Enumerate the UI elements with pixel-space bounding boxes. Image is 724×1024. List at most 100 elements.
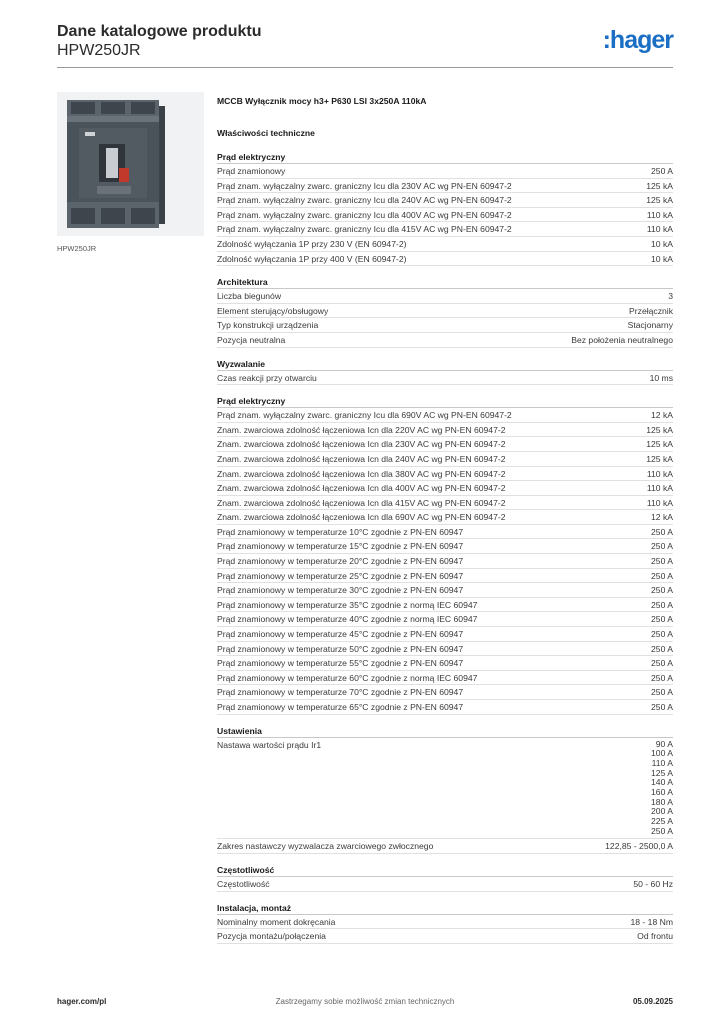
spec-value: 18 - 18 Nm bbox=[630, 916, 673, 927]
spec-row: Prąd znamionowy w temperaturze 55°C zgod… bbox=[217, 656, 673, 671]
spec-value: 250 A bbox=[651, 541, 673, 552]
spec-value: 250 A bbox=[651, 643, 673, 654]
spec-value: 3 bbox=[668, 291, 673, 302]
section-title: Architektura bbox=[217, 275, 673, 290]
image-caption: HPW250JR bbox=[57, 244, 97, 253]
breaker-icon bbox=[57, 92, 204, 236]
section-title: Wyzwalanie bbox=[217, 357, 673, 371]
spec-label: Zakres nastawczy wyzwalacza zwarciowego … bbox=[217, 841, 434, 852]
spec-label: Prąd znam. wyłączalny zwarc. graniczny I… bbox=[217, 195, 512, 206]
spec-label: Pozycja montażu/połączenia bbox=[217, 931, 326, 942]
spec-label: Liczba biegunów bbox=[217, 291, 282, 302]
spec-label: Prąd znamionowy w temperaturze 15°C zgod… bbox=[217, 541, 464, 552]
spec-row: Prąd znamionowy w temperaturze 70°C zgod… bbox=[217, 685, 673, 700]
ir1-value: 110 A bbox=[651, 757, 673, 768]
ir1-value: 250 A bbox=[651, 825, 673, 836]
footer-website-link[interactable]: hager.com/pl bbox=[57, 997, 107, 1006]
spec-label: Czas reakcji przy otwarciu bbox=[217, 372, 317, 383]
spec-label: Znam. zwarciowa zdolność łączeniowa Icn … bbox=[217, 512, 506, 523]
spec-value: 250 A bbox=[651, 687, 673, 698]
spec-row: Liczba biegunów 3 bbox=[217, 289, 673, 304]
spec-row: Znam. zwarciowa zdolność łączeniowa Icn … bbox=[217, 467, 673, 482]
spec-row: Prąd znamionowy w temperaturze 65°C zgod… bbox=[217, 700, 673, 715]
spec-row: Znam. zwarciowa zdolność łączeniowa Icn … bbox=[217, 481, 673, 496]
spec-row: Prąd znamionowy w temperaturze 45°C zgod… bbox=[217, 627, 673, 642]
spec-value: 125 kA bbox=[646, 424, 673, 435]
spec-label: Częstotliwość bbox=[217, 879, 270, 890]
spec-label: Prąd znam. wyłączalny zwarc. graniczny I… bbox=[217, 209, 512, 220]
spec-label: Prąd znamionowy w temperaturze 65°C zgod… bbox=[217, 702, 464, 712]
ir1-value: 90 A bbox=[655, 738, 673, 749]
spec-value: Bez położenia neutralnego bbox=[571, 334, 673, 345]
spec-label: Prąd znamionowy w temperaturze 70°C zgod… bbox=[217, 687, 464, 698]
spec-value: 110 kA bbox=[646, 483, 673, 494]
spec-label: Typ konstrukcji urządzenia bbox=[217, 320, 319, 331]
spec-label: Prąd znamionowy w temperaturze 60°C zgod… bbox=[217, 672, 478, 683]
spec-value: 125 kA bbox=[646, 180, 673, 191]
section-title: Prąd elektryczny bbox=[217, 150, 673, 164]
spec-label: Nastawa wartości prądu Ir1 bbox=[217, 739, 322, 750]
spec-label: Prąd znamionowy w temperaturze 35°C zgod… bbox=[217, 599, 478, 610]
spec-row: Prąd znam. wyłączalny zwarc. graniczny I… bbox=[217, 208, 673, 223]
footer-date: 05.09.2025 bbox=[632, 997, 673, 1006]
spec-row: Znam. zwarciowa zdolność łączeniowa Icn … bbox=[217, 452, 673, 467]
ir1-value: 180 A bbox=[651, 796, 673, 807]
spec-label: Znam. zwarciowa zdolność łączeniowa Icn … bbox=[217, 439, 506, 450]
hager-logo: :hager bbox=[602, 26, 674, 54]
spec-label: Prąd znamionowy w temperaturze 50°C zgod… bbox=[217, 643, 464, 654]
spec-label: Znam. zwarciowa zdolność łączeniowa Icn … bbox=[217, 453, 506, 464]
page-header: Dane katalogowe produktu HPW250JR :hager bbox=[57, 22, 674, 70]
spec-label: Znam. zwarciowa zdolność łączeniowa Icn … bbox=[217, 468, 506, 479]
spec-value: Stacjonarny bbox=[627, 320, 673, 331]
spec-value: 110 kA bbox=[646, 497, 673, 508]
spec-row: Prąd znamionowy w temperaturze 50°C zgod… bbox=[217, 642, 673, 657]
spec-row: Znam. zwarciowa zdolność łączeniowa Icn … bbox=[217, 496, 673, 511]
spec-row: Prąd znamionowy w temperaturze 20°C zgod… bbox=[217, 554, 673, 569]
spec-value: 250 A bbox=[651, 599, 673, 610]
ir1-value: 100 A bbox=[651, 748, 673, 759]
spec-label: Prąd znamionowy w temperaturze 45°C zgod… bbox=[217, 629, 464, 640]
product-name: MCCB Wyłącznik mocy h3+ P630 LSI 3x250A … bbox=[217, 96, 427, 106]
spec-label: Prąd znamionowy w temperaturze 30°C zgod… bbox=[217, 585, 464, 596]
spec-label: Prąd znam. wyłączalny zwarc. graniczny I… bbox=[217, 410, 512, 421]
spec-label: Element sterujący/obsługowy bbox=[217, 305, 329, 316]
footer-disclaimer: Zastrzegamy sobie możliwość zmian techni… bbox=[275, 997, 455, 1006]
ir1-value: 200 A bbox=[651, 806, 673, 817]
spec-row: Prąd znam. wyłączalny zwarc. graniczny I… bbox=[217, 179, 673, 194]
spec-label: Znam. zwarciowa zdolność łączeniowa Icn … bbox=[217, 483, 506, 494]
spec-row: Prąd znam. wyłączalny zwarc. graniczny I… bbox=[217, 222, 673, 237]
spec-value: 10 kA bbox=[651, 238, 673, 249]
spec-value: 125 kA bbox=[646, 195, 673, 206]
spec-label: Pozycja neutralna bbox=[217, 334, 286, 345]
spec-value: 250 A bbox=[651, 166, 673, 176]
spec-label: Zdolność wyłączania 1P przy 230 V (EN 60… bbox=[217, 238, 407, 249]
spec-value: 125 kA bbox=[646, 453, 673, 464]
spec-row-range: Zakres nastawczy wyzwalacza zwarciowego … bbox=[217, 839, 673, 855]
spec-row: Znam. zwarciowa zdolność łączeniowa Icn … bbox=[217, 437, 673, 452]
spec-label: Prąd znam. wyłączalny zwarc. graniczny I… bbox=[217, 180, 512, 191]
spec-value: 10 kA bbox=[651, 253, 673, 264]
spec-label: Prąd znamionowy w temperaturze 40°C zgod… bbox=[217, 614, 478, 625]
spec-label: Zdolność wyłączania 1P przy 400 V (EN 60… bbox=[217, 253, 407, 264]
spec-row: Typ konstrukcji urządzenia Stacjonarny bbox=[217, 318, 673, 333]
spec-row: Prąd znamionowy w temperaturze 60°C zgod… bbox=[217, 671, 673, 686]
document-title: Dane katalogowe produktu bbox=[57, 23, 262, 40]
spec-row: Pozycja neutralna Bez położenia neutralne… bbox=[217, 333, 673, 348]
spec-row: Prąd znamionowy w temperaturze 10°C zgod… bbox=[217, 525, 673, 540]
spec-row: Znam. zwarciowa zdolność łączeniowa Icn … bbox=[217, 423, 673, 438]
properties-title: Właściwości techniczne bbox=[217, 128, 315, 138]
spec-row: Prąd znam. wyłączalny zwarc. graniczny I… bbox=[217, 193, 673, 208]
spec-value: 110 kA bbox=[646, 468, 673, 479]
spec-label: Prąd znamionowy w temperaturze 10°C zgod… bbox=[217, 526, 464, 537]
ir1-value: 160 A bbox=[651, 787, 673, 798]
